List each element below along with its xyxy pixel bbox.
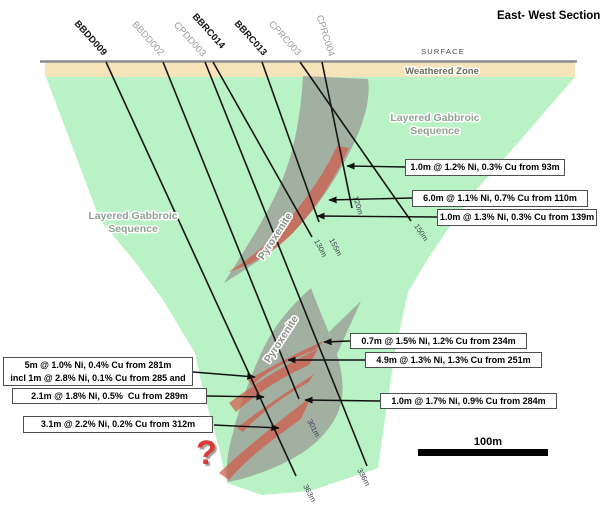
arrow-intercept-234m: [323, 338, 351, 346]
surface-label: SURFACE: [421, 47, 465, 56]
weathered-zone-band: [45, 63, 575, 77]
gabbro-label-left-line2: Sequence: [108, 223, 158, 235]
question-mark: ?: [196, 434, 217, 472]
pyroxenite-upper-body: [224, 76, 369, 283]
annotation-box-139m: 1.0m @ 1.3% Ni, 0.3% Cu from 139m: [437, 209, 597, 226]
gabbro-label-right-line2: Sequence: [410, 125, 460, 137]
arrow-intercept-289m: [206, 393, 265, 401]
arrow-intercept-93m: [346, 162, 406, 170]
annotation-box-234m: 0.7m @ 1.5% Ni, 1.2% Cu from 234m: [350, 333, 527, 349]
annotation-box-281m: 5m @ 1.0% Ni, 0.4% Cu from 281m incl 1m …: [3, 357, 193, 386]
gabbro-label-right-line1: Layered Gabbroic: [390, 112, 479, 124]
annotation-box-251m: 4.9m @ 1.3% Ni, 1.3% Cu from 251m: [365, 352, 542, 368]
drillhole-label-bbrc013: BBRC013: [232, 18, 269, 58]
annotation-box-312m: 3.1m @ 2.2% Ni, 0.2% Cu from 312m: [23, 416, 213, 433]
arrow-intercept-284m: [304, 396, 381, 404]
drillhole-line-bbdd009: [105, 61, 297, 477]
annotation-box-93m: 1.0m @ 1.2% Ni, 0.3% Cu from 93m: [405, 159, 565, 176]
gabbro-label-left-line1: Layered Gabbroic: [88, 210, 177, 222]
arrow-intercept-110m: [328, 196, 413, 204]
annotation-text: 1.0m @ 1.2% Ni, 0.3% Cu from 93m: [410, 162, 560, 173]
mineralized-band-upper: [228, 146, 349, 272]
drillhole-label-cprc004: CPRC004: [314, 14, 337, 58]
drillhole-line-cprc003: [299, 61, 412, 222]
arrow-intercept-312m: [213, 424, 280, 432]
mineralized-band-1: [248, 341, 324, 386]
drillhole-line-bbrc014: [212, 61, 313, 238]
drillhole-label-cprc003: CPRC003: [266, 19, 303, 58]
annotation-text: 1.0m @ 1.7% Ni, 0.9% Cu from 284m: [391, 395, 546, 406]
drillhole-line-cprc004: [321, 61, 353, 209]
drillhole-line-bbrc013: [261, 61, 320, 223]
pyroxenite-lower-spur: [329, 301, 361, 354]
drillhole-label-bbdd002: BBDD002: [129, 19, 165, 58]
gabbro-region: [46, 77, 575, 495]
annotation-box-110m: 6.0m @ 1.1% Ni, 0.7% Cu from 110m: [412, 190, 588, 207]
annotation-text-line1: 5m @ 1.0% Ni, 0.4% Cu from 281m: [24, 360, 172, 371]
drillhole-label-bbdd009: BBDD009: [72, 18, 109, 58]
drillhole-line-bbdd002: [162, 61, 300, 400]
arrow-intercept-139m: [316, 212, 438, 220]
annotation-text: 2.1m @ 1.8% Ni, 0.5% Cu from 289m: [31, 390, 188, 401]
scale-bar-label: 100m: [474, 436, 502, 448]
annotation-text: 4.9m @ 1.3% Ni, 1.3% Cu from 251m: [376, 354, 531, 365]
annotation-text: 1.0m @ 1.3% Ni, 0.3% Cu from 139m: [439, 212, 595, 223]
section-title: East- West Section: [497, 10, 600, 22]
arrow-intercept-281m: [192, 371, 256, 380]
scale-bar: [418, 449, 548, 456]
annotation-text: 0.7m @ 1.5% Ni, 1.2% Cu from 234m: [361, 335, 516, 346]
pyroxenite-lower-body: [226, 288, 343, 482]
weathered-zone-label: Weathered Zone: [405, 66, 479, 77]
mineralized-band-4: [219, 397, 311, 480]
annotation-text: 6.0m @ 1.1% Ni, 0.7% Cu from 110m: [423, 193, 577, 204]
annotation-box-284m: 1.0m @ 1.7% Ni, 0.9% Cu from 284m: [380, 393, 557, 409]
annotation-text: 3.1m @ 2.2% Ni, 0.2% Cu from 312m: [40, 419, 196, 430]
annotation-box-289m: 2.1m @ 1.8% Ni, 0.5% Cu from 289m: [12, 388, 207, 404]
drillhole-line-cpdd003: [204, 61, 368, 467]
annotation-text-line2: incl 1m @ 2.8% Ni, 0.1% Cu from 285 and: [10, 372, 186, 383]
